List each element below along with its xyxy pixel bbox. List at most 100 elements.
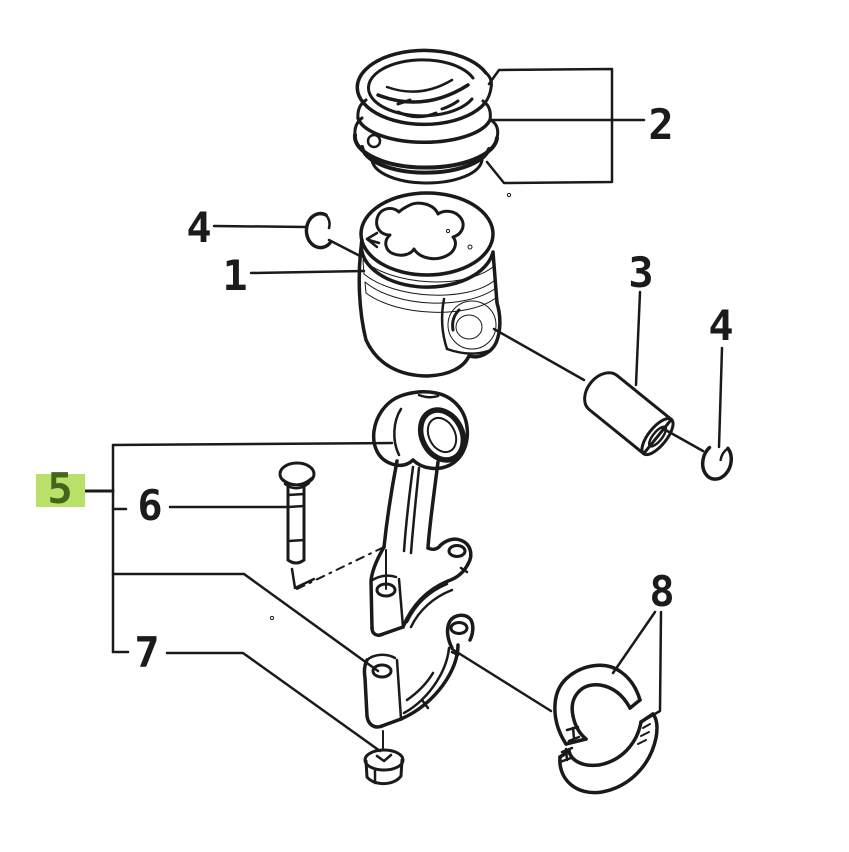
pin-bore xyxy=(647,425,668,448)
part-labels: 1 2 3 4 4 5 6 7 8 xyxy=(36,100,734,677)
speck-dot-2 xyxy=(467,244,473,250)
piston-crown-notch xyxy=(365,231,381,249)
rod-bolt xyxy=(278,461,316,565)
piston-pin-bore xyxy=(447,300,497,350)
pin-open-end xyxy=(640,417,675,457)
ring-3-front-3 xyxy=(370,156,484,185)
rod-big-end-tick xyxy=(459,566,469,574)
snap-ring-right-shape xyxy=(700,445,733,481)
ring-1-gap-hook xyxy=(483,71,493,105)
snap-ring-left-hook xyxy=(324,213,331,230)
ring-3-side-stubs xyxy=(353,116,500,140)
bearing-upper-end xyxy=(628,698,642,710)
bolt-head-underside xyxy=(280,476,314,490)
part-label-bearings[interactable]: 8 xyxy=(649,567,674,616)
piston-rings xyxy=(352,48,500,185)
cap-bolt-hole-left xyxy=(371,663,393,679)
part-label-piston[interactable]: 1 xyxy=(222,251,247,300)
rod-beam-right-edge xyxy=(426,460,440,550)
bolt-shank xyxy=(286,485,306,565)
part-label-bolt[interactable]: 6 xyxy=(137,481,162,530)
bearing-upper-inner xyxy=(570,683,632,741)
piston-pin-boss-outline xyxy=(440,297,490,355)
rod-big-end-bolt-hole-left xyxy=(375,582,397,598)
part-label-snap-ring-right[interactable]: 4 xyxy=(708,301,733,350)
ring-2-front xyxy=(356,116,492,145)
snap-ring-right-leader-line xyxy=(717,346,724,449)
piston-pin-bore-inner xyxy=(455,314,483,340)
ring-3-gap-hole xyxy=(366,133,382,149)
rod-bracket-mid xyxy=(111,572,380,673)
snap-ring-left-to-piston-line xyxy=(327,238,362,258)
ring-2-gap-marks xyxy=(396,98,460,119)
bearing-upper-leader-line xyxy=(611,610,657,675)
piston-leader-line xyxy=(249,269,366,275)
piston-to-pin-line xyxy=(492,327,586,382)
piston-ring-groove-band-2 xyxy=(364,281,498,313)
piston-crown-bowl xyxy=(375,201,465,261)
connecting-rod xyxy=(369,390,473,637)
rod-big-end-right-boss xyxy=(426,537,473,566)
selected-part-highlight[interactable] xyxy=(36,474,85,507)
snap-ring-left xyxy=(304,211,332,250)
snap-ring-right xyxy=(700,445,733,481)
rod-big-end-bolt-hole-right xyxy=(447,544,467,558)
pin-body xyxy=(583,371,673,456)
rod-bearing-cap xyxy=(269,613,475,729)
piston xyxy=(357,191,512,378)
ring-1-outer xyxy=(355,48,488,127)
rod-bearings xyxy=(553,663,659,795)
leader-lines xyxy=(68,67,724,753)
part-label-rings[interactable]: 2 xyxy=(648,100,673,149)
bearing-lower-inner xyxy=(567,720,643,768)
rod-small-end-bore xyxy=(426,416,458,454)
ring-3-front-2 xyxy=(360,145,491,175)
piston-body xyxy=(357,238,502,378)
ring-1-inner xyxy=(366,58,475,118)
bearing-upper-end-left xyxy=(564,737,588,746)
rod-beam-rib-2 xyxy=(409,466,421,555)
rings-bracket xyxy=(485,67,614,185)
nut-leader-line xyxy=(165,651,382,753)
ring-2-side-stubs xyxy=(356,98,492,122)
part-label-nut[interactable]: 7 xyxy=(134,628,159,677)
rod-big-end-arch xyxy=(401,562,470,629)
rod-small-end-contour xyxy=(393,393,440,457)
speck-dot-3 xyxy=(506,192,512,198)
part-label-snap-ring-left[interactable]: 4 xyxy=(186,203,211,252)
rod-beam-left-edge xyxy=(382,459,399,549)
rod-small-end-bushing xyxy=(417,407,467,463)
bolt-shank-bands xyxy=(286,492,306,543)
rod-big-end-seat-line-1 xyxy=(405,582,449,624)
bearing-lower-end xyxy=(639,712,655,724)
cap-bolt-hole-right xyxy=(449,621,469,635)
pin-to-snap-ring-line xyxy=(660,426,705,453)
rod-small-end xyxy=(371,390,470,471)
piston-ring-groove-band-1 xyxy=(362,259,496,296)
rod-nut xyxy=(363,748,405,786)
rod-bracket-top xyxy=(111,441,394,447)
cap-right-boss xyxy=(445,613,475,650)
snap-ring-right-hook xyxy=(719,447,730,462)
cap-arch-outer xyxy=(399,643,460,721)
cap-seat-line-1 xyxy=(402,646,451,715)
piston-crown xyxy=(359,191,495,277)
bearing-upper-tab xyxy=(565,725,581,743)
cap-left-boss-top xyxy=(365,653,403,721)
bolt-axis-dash-dot xyxy=(296,546,385,590)
ring-1-edge-arc xyxy=(376,83,470,104)
piston-pin xyxy=(583,371,675,457)
rod-big-end-boss-top xyxy=(369,574,405,629)
cap-left-boss-edge xyxy=(362,658,384,729)
bearing-lower-tab xyxy=(558,746,574,764)
rod-big-end-bottom xyxy=(370,625,405,637)
bearing-upper-outer xyxy=(553,663,642,746)
nut-top-mark xyxy=(375,753,393,763)
nut-body xyxy=(364,758,404,786)
part-label-rod-selected[interactable]: 5 xyxy=(47,464,72,513)
cap-ticks xyxy=(420,650,460,710)
part-label-pin[interactable]: 3 xyxy=(628,248,653,297)
ring-1-edge-arc-2 xyxy=(385,78,454,93)
